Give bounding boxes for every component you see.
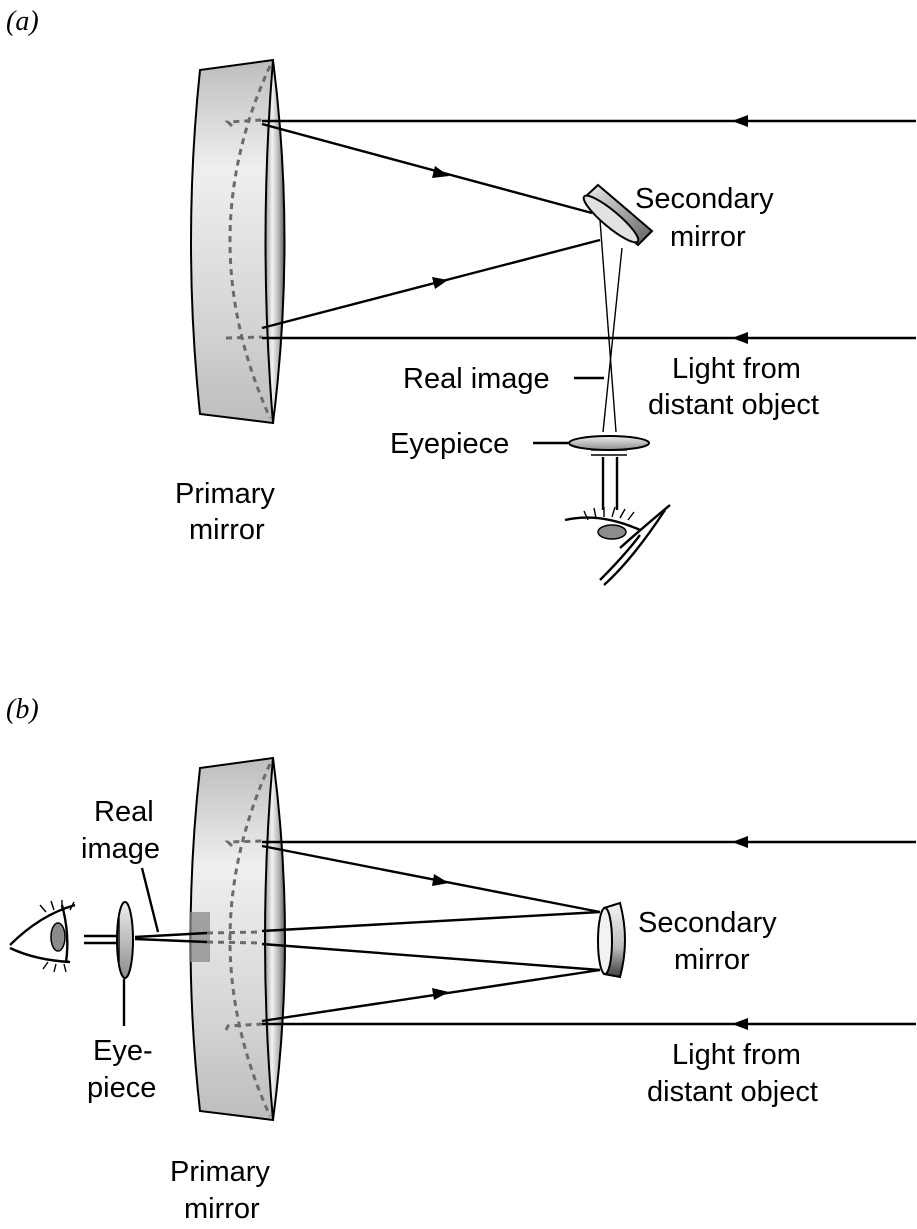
primary-mirror-b-curvature xyxy=(228,763,272,1117)
label-eyepiece-a: Eyepiece xyxy=(390,428,509,460)
eye-a-icon xyxy=(564,504,671,586)
primary-mirror-a-curvature xyxy=(228,65,272,419)
primary-mirror-a-rim xyxy=(264,59,286,424)
primary-mirror-a-hidden-ray-bottom xyxy=(226,335,263,340)
arrow-a-top xyxy=(732,115,748,127)
label-primary-mirror-b-2: mirror xyxy=(184,1193,260,1225)
label-light-b-1: Light from xyxy=(672,1039,801,1071)
arrow-a-reflect-bottom xyxy=(432,277,448,289)
beam-a-right xyxy=(602,247,623,433)
reflected-ray-b-bottom xyxy=(261,968,601,1023)
leader-real-image-b xyxy=(140,867,160,933)
primary-mirror-b-hidden-ray-top xyxy=(224,839,263,848)
label-secondary-mirror-a-2: mirror xyxy=(670,221,746,253)
label-real-image-a: Real image xyxy=(403,363,550,395)
primary-mirror-b xyxy=(189,756,286,1122)
arrow-a-bottom xyxy=(732,332,748,344)
label-secondary-mirror-a-1: Secondary xyxy=(635,183,774,215)
eyepiece-lens-a xyxy=(568,435,650,456)
primary-mirror-b-hidden-ray-center-1 xyxy=(206,930,263,935)
label-light-a-2: distant object xyxy=(648,389,819,421)
panel-a: (a) xyxy=(6,6,916,586)
primary-mirror-a-face xyxy=(190,58,274,425)
label-real-image-b-1: Real xyxy=(94,796,154,828)
beam-a-left xyxy=(599,219,617,433)
reflected-ray-a-bottom xyxy=(261,238,601,330)
return-ray-b-through-hole-1 xyxy=(134,931,208,939)
label-eyepiece-b-1: Eye- xyxy=(93,1035,153,1067)
eye-b-icon xyxy=(9,900,76,973)
primary-mirror-b-hidden-ray-center-2 xyxy=(206,940,263,945)
arrow-a-reflect-top xyxy=(432,166,449,178)
label-secondary-mirror-b-1: Secondary xyxy=(638,907,777,939)
arrow-b-reflect-top xyxy=(432,874,449,886)
label-primary-mirror-a-2: mirror xyxy=(189,514,265,546)
return-ray-b-top xyxy=(261,910,601,933)
primary-mirror-a xyxy=(190,58,286,425)
panel-b-tag: (b) xyxy=(6,694,39,725)
primary-mirror-b-central-hole xyxy=(190,912,210,962)
primary-mirror-b-rim xyxy=(264,757,286,1121)
label-primary-mirror-a-1: Primary xyxy=(175,478,275,510)
secondary-mirror-a-face xyxy=(582,194,640,244)
arrow-b-reflect-bottom xyxy=(432,988,449,1000)
label-primary-mirror-b-1: Primary xyxy=(170,1156,270,1188)
label-real-image-b-2: image xyxy=(81,833,160,865)
primary-mirror-b-hidden-ray-bottom xyxy=(224,1022,263,1031)
eyepiece-lens-b xyxy=(116,901,134,979)
label-light-a-1: Light from xyxy=(672,353,801,385)
secondary-mirror-b-face xyxy=(597,907,613,975)
reflected-ray-a-top xyxy=(261,122,593,215)
primary-mirror-a-hidden-ray-top xyxy=(224,118,263,128)
arrow-b-top xyxy=(732,836,748,848)
label-secondary-mirror-b-2: mirror xyxy=(674,944,750,976)
arrow-b-bottom xyxy=(732,1018,748,1030)
panel-a-tag: (a) xyxy=(6,6,39,37)
label-light-b-2: distant object xyxy=(647,1076,818,1108)
secondary-mirror-b xyxy=(597,901,626,979)
secondary-mirror-a xyxy=(582,183,654,247)
reflected-ray-b-top xyxy=(261,844,601,914)
return-ray-b-through-hole-2 xyxy=(134,937,208,944)
return-ray-b-bottom xyxy=(261,942,601,972)
panel-b: (b) xyxy=(6,694,916,1225)
primary-mirror-b-face xyxy=(189,756,274,1122)
label-eyepiece-b-2: piece xyxy=(87,1072,156,1104)
